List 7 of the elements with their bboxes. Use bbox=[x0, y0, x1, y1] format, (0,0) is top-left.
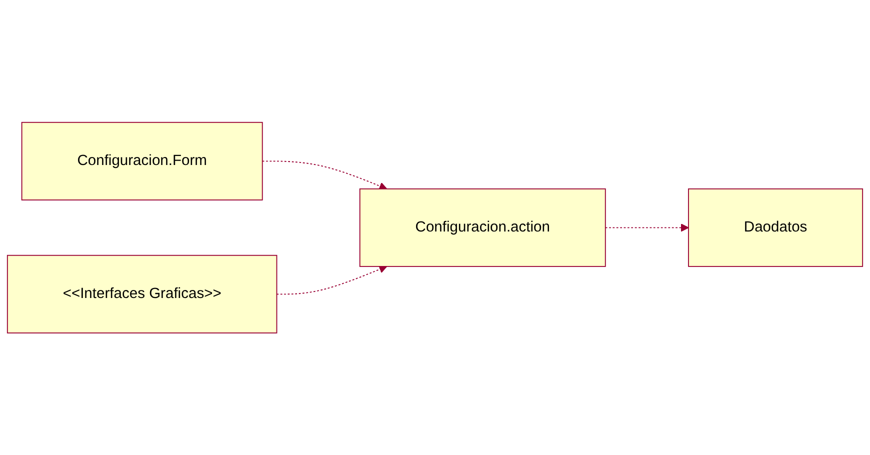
node-box: Daodatos bbox=[688, 188, 864, 267]
node-box: <<Interfaces Graficas>> bbox=[6, 254, 278, 334]
arrow bbox=[262, 160, 388, 190]
arrow bbox=[276, 265, 388, 294]
node-box: Configuracion.Form bbox=[21, 122, 263, 200]
arrow bbox=[604, 223, 689, 232]
node-box: Configuracion.action bbox=[359, 188, 606, 267]
